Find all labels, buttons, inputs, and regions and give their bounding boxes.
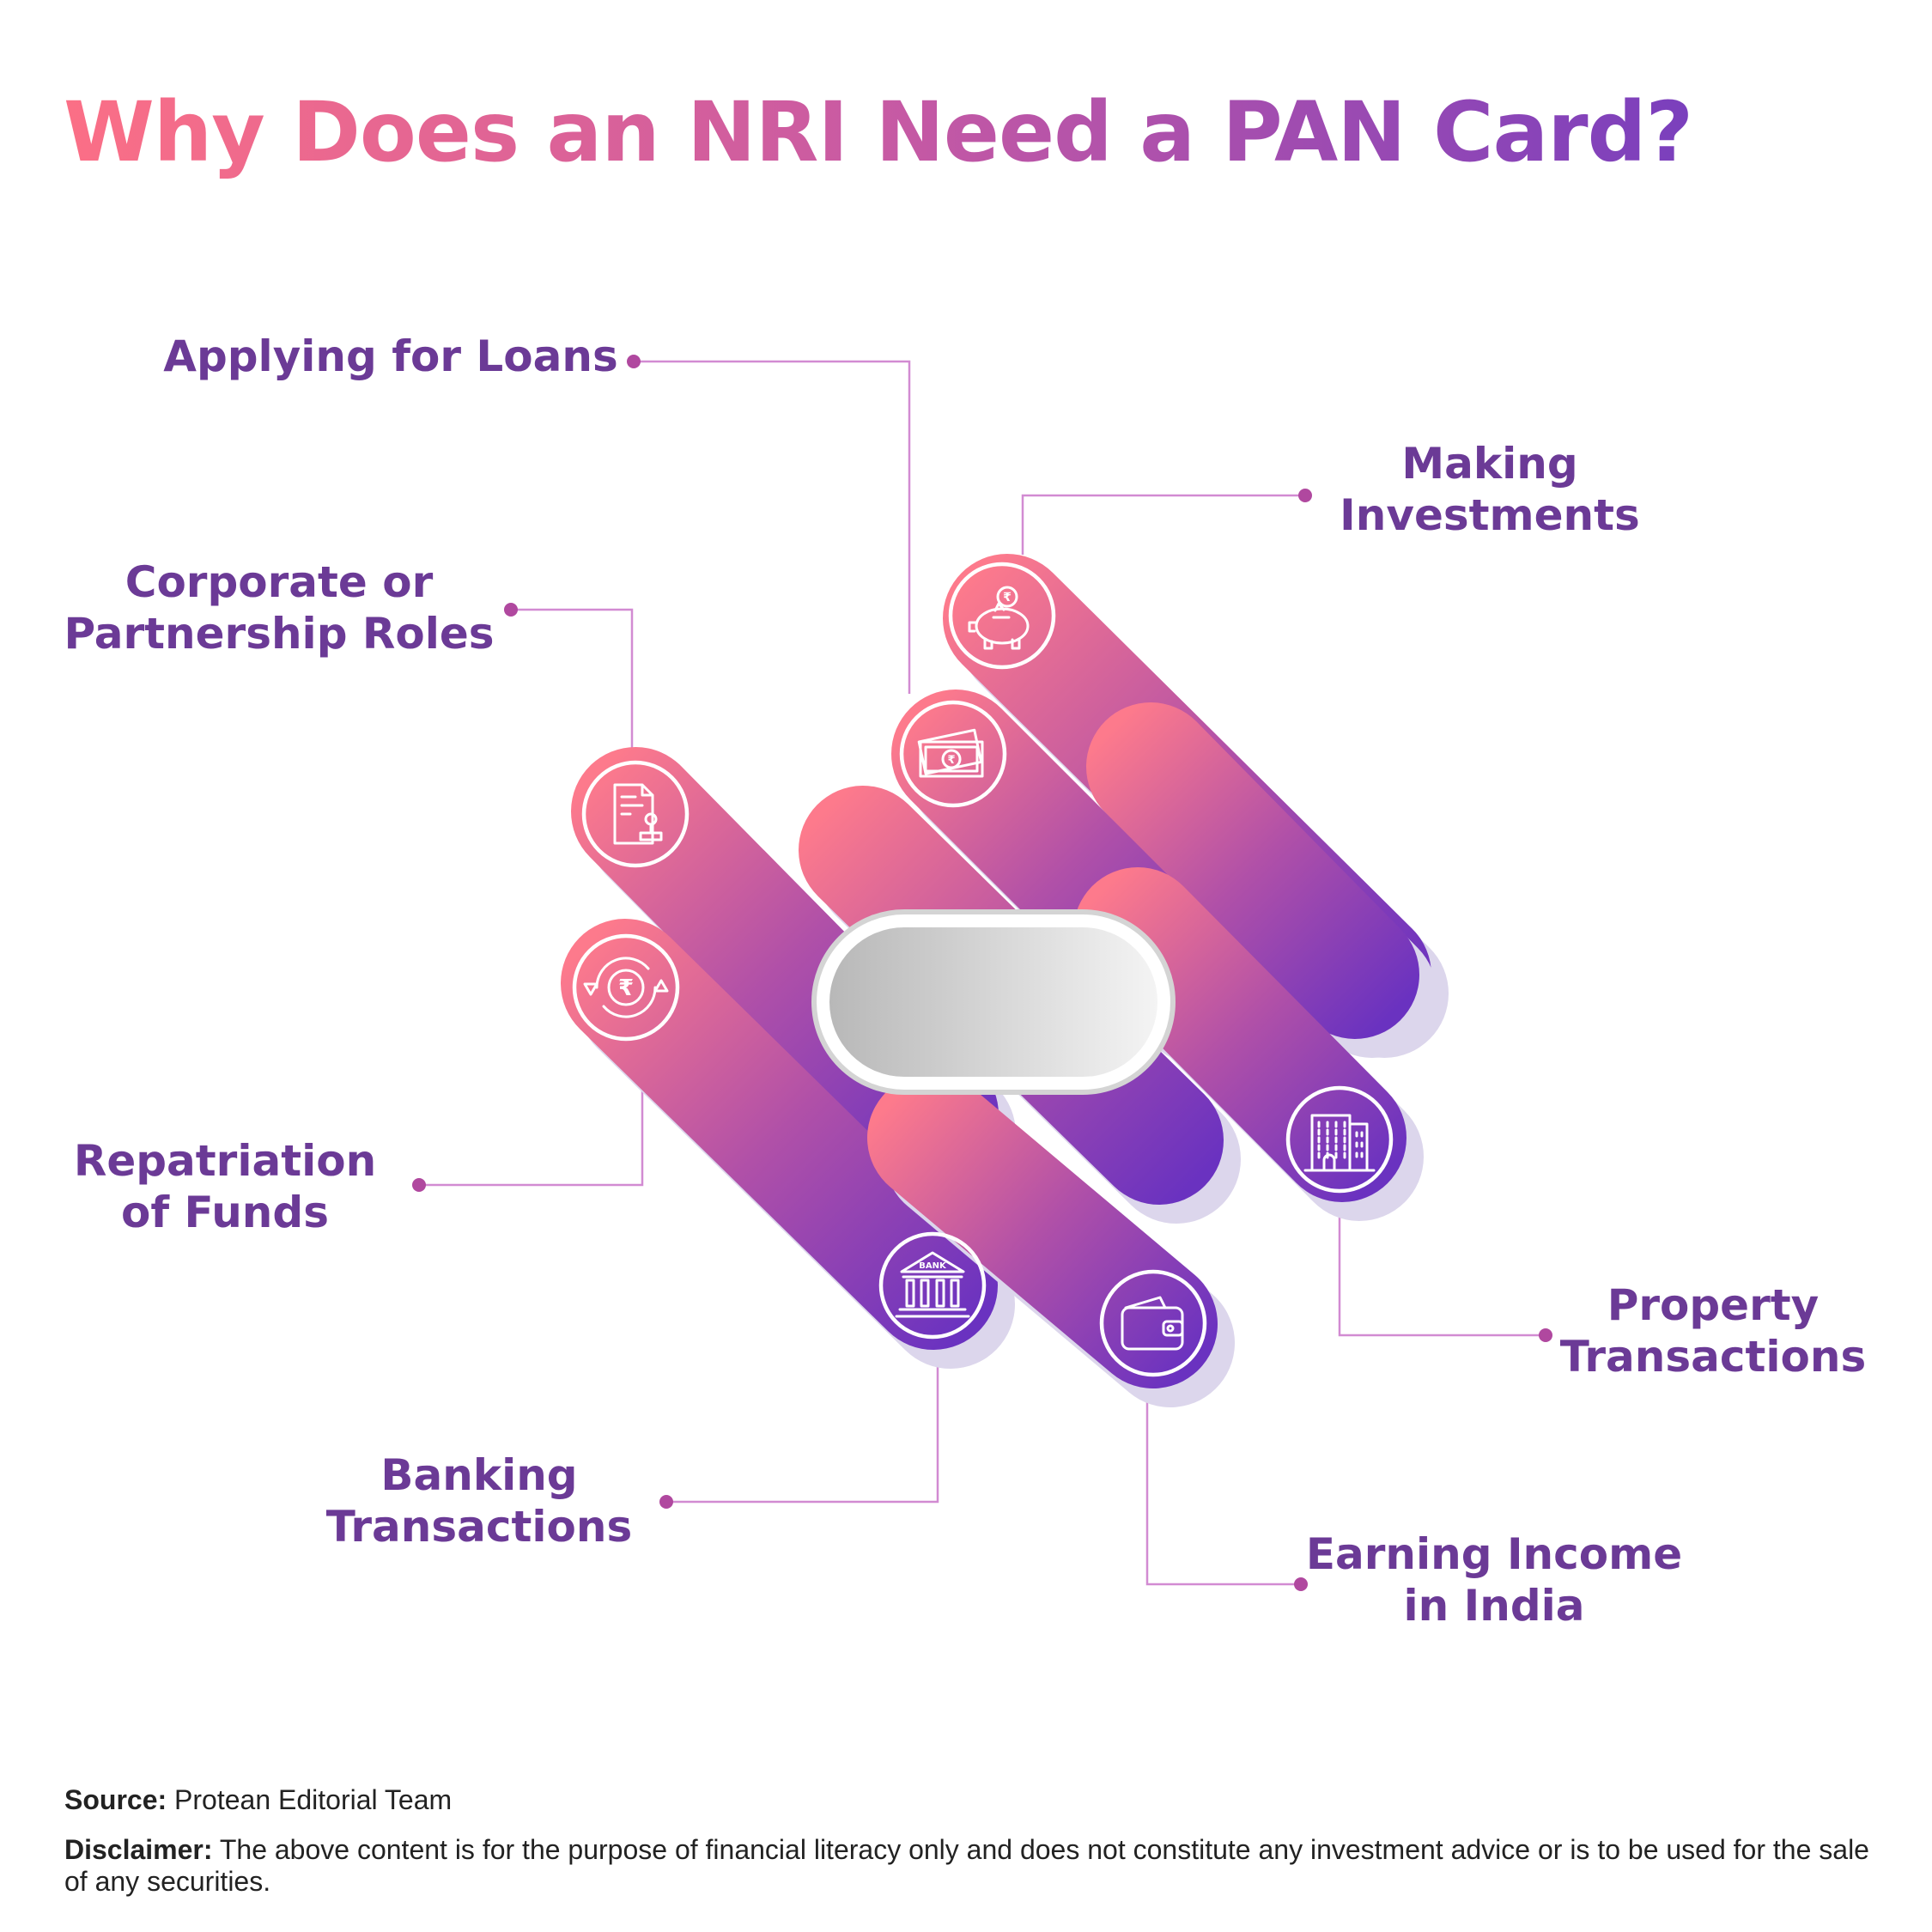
label-line: Earning Income (1305, 1529, 1683, 1579)
label-line: Making (1401, 439, 1578, 489)
label-line: in India (1403, 1581, 1585, 1631)
applying-for-loans-connector-dot (627, 355, 641, 368)
building-icon (1285, 1085, 1394, 1194)
center-pill (811, 909, 1176, 1095)
diagonal-bar-7 (561, 919, 1015, 1369)
bank-icon-text: BANK (919, 1261, 947, 1271)
label-line: Banking (380, 1450, 578, 1500)
repatriation-of-funds-connector-dot (412, 1178, 426, 1192)
property-transactions-connector-dot (1539, 1328, 1552, 1342)
label-line: Investments (1340, 490, 1640, 540)
diagonal-bar-2 (1086, 702, 1437, 1058)
document-stamp-icon (581, 760, 690, 868)
making-investments-connector-dot (1298, 489, 1312, 502)
diagonal-bar-5 (1073, 867, 1424, 1221)
svg-text:₹: ₹ (1003, 591, 1012, 605)
bank-icon: BANK (878, 1231, 987, 1340)
corporate-partnership-roles-connector-dot (504, 603, 518, 617)
money-notes-icon: ₹ (899, 700, 1007, 808)
label-line: of Funds (121, 1188, 329, 1237)
svg-text:₹: ₹ (947, 754, 955, 767)
diagonal-bar-8 (867, 1073, 1235, 1407)
label-line: Transactions (325, 1502, 633, 1552)
label-line: Applying for Loans (163, 331, 618, 381)
corporate-partnership-roles-connector (511, 608, 634, 751)
source-text: Protean Editorial Team (174, 1784, 453, 1815)
disclaimer-note: Disclaimer: The above content is for the… (64, 1834, 1876, 1898)
wallet-icon (1099, 1269, 1207, 1377)
banking-transactions-connector-dot (659, 1495, 673, 1509)
label-line: Partnership Roles (64, 609, 495, 659)
page-title: Why Does an NRI Need a PAN Card? (64, 84, 1693, 180)
label-line: Corporate or (125, 557, 434, 607)
disclaimer-text: The above content is for the purpose of … (64, 1834, 1869, 1897)
property-transactions-connector (1338, 1200, 1546, 1337)
piggy-bank-icon: ₹ (948, 562, 1056, 670)
rupee-exchange-icon: ₹ (572, 933, 680, 1042)
making-investments-connector (1021, 494, 1305, 555)
label-line: Repatriation (73, 1136, 377, 1186)
source-label: Source: (64, 1784, 167, 1815)
applying-for-loans-connector (634, 360, 911, 694)
banking-transactions-connector (666, 1348, 939, 1504)
earning-income-in-india-connector (1145, 1386, 1301, 1586)
earning-income-in-india-connector-dot (1294, 1577, 1308, 1591)
label-line: Property (1607, 1280, 1820, 1330)
svg-text:₹: ₹ (618, 975, 634, 1001)
label-line: Transactions (1559, 1332, 1867, 1382)
source-note: Source: Protean Editorial Team (64, 1784, 1876, 1816)
disclaimer-label: Disclaimer: (64, 1834, 213, 1865)
label-applying-for-loans: Applying for Loans (133, 331, 648, 382)
